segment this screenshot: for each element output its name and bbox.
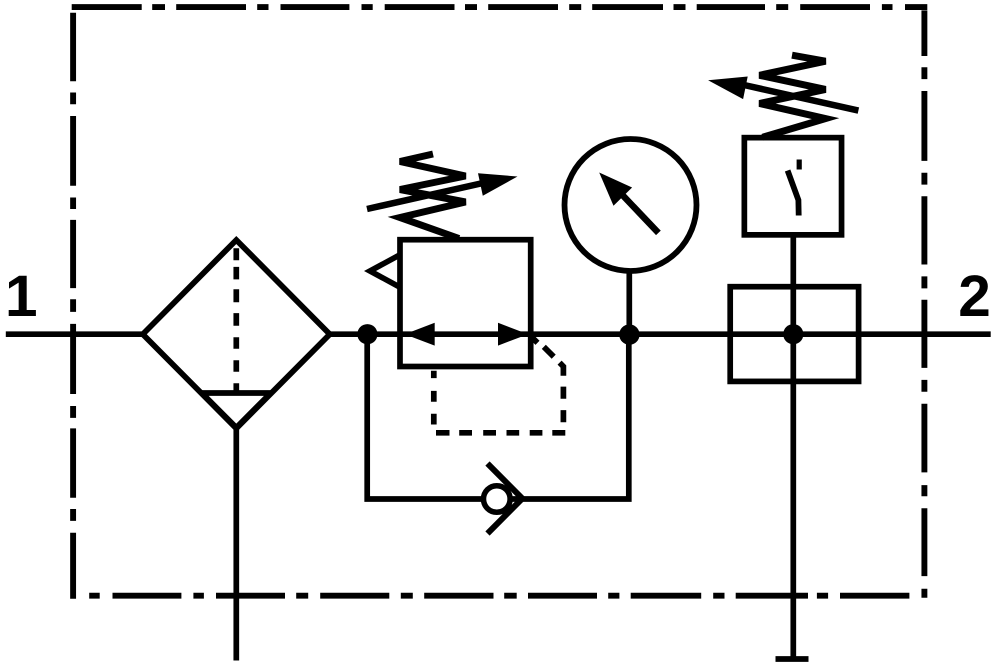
svg-text:1: 1 <box>5 264 38 329</box>
svg-text:2: 2 <box>958 264 991 329</box>
